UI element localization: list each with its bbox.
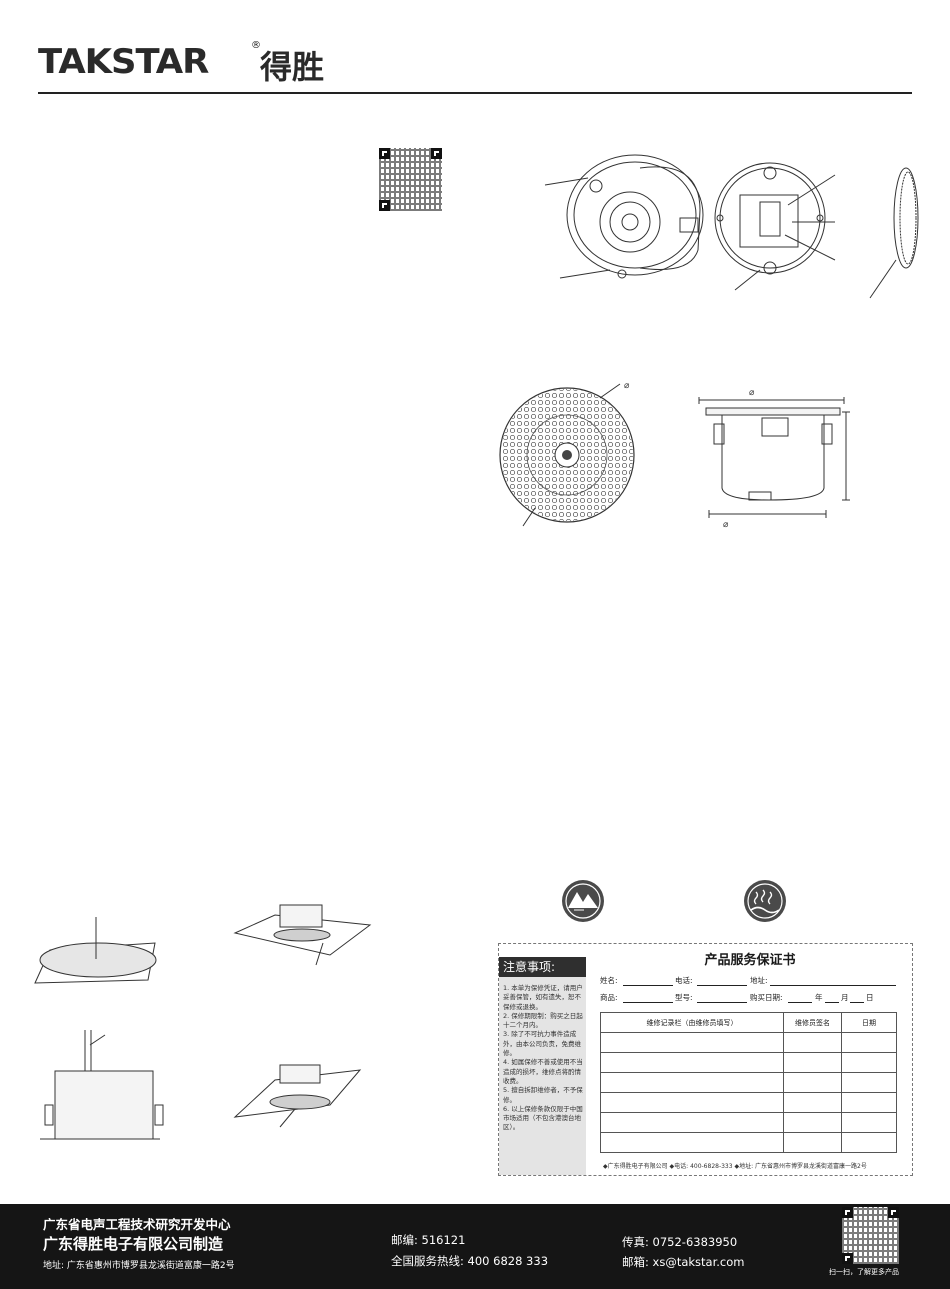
- table-cell[interactable]: [841, 1072, 897, 1093]
- product-field-line[interactable]: [623, 1002, 673, 1003]
- qr-code-top: [379, 148, 442, 211]
- table-row: [600, 1052, 897, 1073]
- table-cell[interactable]: [600, 1092, 784, 1113]
- table-cell[interactable]: [783, 1112, 842, 1133]
- table-cell[interactable]: [841, 1112, 897, 1133]
- table-cell[interactable]: [783, 1072, 842, 1093]
- table-cell[interactable]: [783, 1032, 842, 1053]
- header-technician-signature: 维修员签名: [783, 1012, 842, 1033]
- phone-field-label: 电话:: [675, 976, 693, 985]
- model-field-label: 型号:: [675, 993, 693, 1002]
- purchase-date-label: 购买日期:: [750, 993, 783, 1002]
- header-repair-record: 维修记录栏（由维修员填写）: [600, 1012, 784, 1033]
- notice-item: 2. 保修期限制：购买之日起十二个月内。: [503, 1011, 583, 1030]
- grill-diameter-label: ⌀: [624, 381, 630, 391]
- warranty-title: 产品服务保证书: [704, 953, 796, 968]
- brand-name-cn: 得胜: [260, 48, 325, 86]
- side-dimension-view: [698, 397, 850, 518]
- warranty-card: [498, 943, 913, 1176]
- table-cell[interactable]: [841, 1052, 897, 1073]
- notice-item: 3. 除了不可抗力事件造成外，由本公司负责，免费维修。: [503, 1030, 581, 1058]
- table-cell[interactable]: [783, 1052, 842, 1073]
- notice-panel: [499, 957, 586, 1175]
- page-footer: [0, 1204, 950, 1289]
- qr-code-footer: [842, 1207, 899, 1264]
- table-cell[interactable]: [841, 1132, 897, 1153]
- installation-steps-diagram: [34, 904, 372, 1140]
- table-cell[interactable]: [783, 1132, 842, 1153]
- phone-field-line[interactable]: [697, 985, 747, 986]
- notice-list: 1. 本单为保修凭证，请用户妥善保管，如有遗失，恕不保修或退换。 2. 保修期限…: [503, 984, 583, 1133]
- altitude-warning-icon: [562, 880, 604, 922]
- model-field-line[interactable]: [697, 1002, 747, 1003]
- warranty-footer: ◆广东得胜电子有限公司 ◆电话: 400-6828-333 ◆地址: 广东省惠州…: [603, 1163, 867, 1170]
- table-row: [600, 1112, 897, 1133]
- notice-item: 6. 以上保修条款仅限于中国市场适用（不包含港澳台地区）。: [503, 1104, 583, 1132]
- month-label: 月: [841, 993, 849, 1002]
- header-rule: [38, 92, 912, 94]
- day-field-line[interactable]: [850, 1002, 864, 1003]
- table-cell[interactable]: [600, 1032, 784, 1053]
- footer-address: 地址: 广东省惠州市博罗县龙溪街道富康一路2号: [43, 1261, 235, 1271]
- header-date: 日期: [841, 1012, 897, 1033]
- humidity-warning-icon: [744, 880, 786, 922]
- year-label: 年: [815, 993, 823, 1002]
- footer-email[interactable]: 邮箱: xs@takstar.com: [622, 1255, 745, 1269]
- table-row: [600, 1132, 897, 1153]
- footer-fax: 传真: 0752-6383950: [622, 1235, 738, 1249]
- takstar-logo: TAKSTAR ® 得胜: [38, 40, 358, 86]
- address-field-label: 地址:: [750, 976, 768, 985]
- footer-scan-caption: 扫一扫，了解更多产品: [829, 1268, 899, 1276]
- footer-company-name: 广东得胜电子有限公司制造: [43, 1235, 224, 1253]
- table-cell[interactable]: [841, 1032, 897, 1053]
- table-cell[interactable]: [600, 1132, 784, 1153]
- table-cell[interactable]: [841, 1092, 897, 1113]
- bottom-diameter-label: ⌀: [723, 520, 729, 530]
- table-row: [600, 1072, 897, 1093]
- day-label: 日: [866, 993, 874, 1002]
- footer-center-name: 广东省电声工程技术研究开发中心: [43, 1217, 231, 1232]
- grill-front-view: [499, 383, 635, 527]
- footer-postcode: 邮编: 516121: [391, 1233, 466, 1247]
- table-row: [600, 1092, 897, 1113]
- brand-name: TAKSTAR: [38, 42, 209, 82]
- table-cell[interactable]: [600, 1072, 784, 1093]
- name-field-label: 姓名:: [600, 976, 618, 985]
- notice-item: 5. 擅自拆卸维修者，不予保修。: [503, 1086, 583, 1104]
- table-row: [600, 1032, 897, 1053]
- footer-hotline: 全国服务热线: 400 6828 333: [391, 1254, 549, 1268]
- registered-mark: ®: [251, 40, 261, 51]
- repair-record-table: 维修记录栏（由维修员填写） 维修员签名 日期: [600, 1012, 897, 1153]
- year-field-line[interactable]: [788, 1002, 812, 1003]
- product-field-label: 商品:: [600, 993, 618, 1002]
- notice-item: 4. 如属保修不善或使用不当造成的损坏，维修点将酌情收费。: [503, 1058, 583, 1085]
- top-diameter-label: ⌀: [749, 388, 755, 398]
- table-cell[interactable]: [600, 1112, 784, 1133]
- table-cell[interactable]: [783, 1092, 842, 1113]
- notice-title: 注意事项:: [499, 957, 586, 977]
- month-field-line[interactable]: [825, 1002, 839, 1003]
- name-field-line[interactable]: [623, 985, 673, 986]
- table-cell[interactable]: [600, 1052, 784, 1073]
- address-field-line[interactable]: [770, 985, 896, 986]
- product-views-diagram: [544, 154, 919, 299]
- notice-item: 1. 本单为保修凭证，请用户妥善保管，如有遗失，恕不保修或退换。: [503, 984, 583, 1011]
